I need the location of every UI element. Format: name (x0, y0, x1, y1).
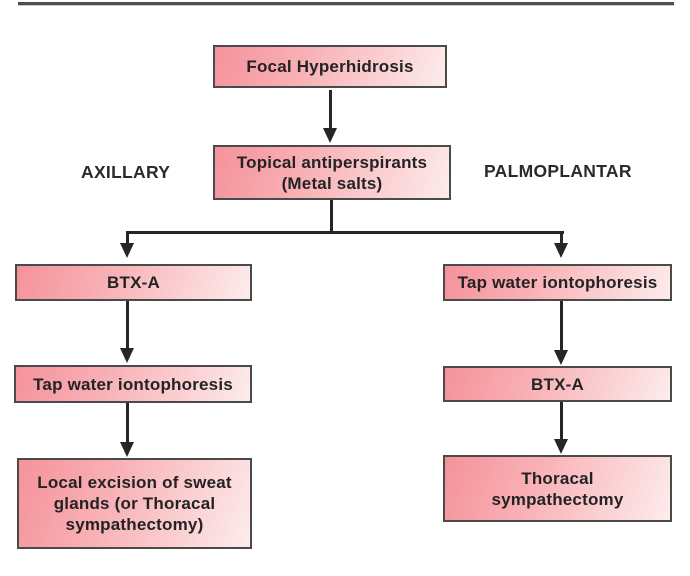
node-label: Focal Hyperhidrosis (246, 57, 414, 76)
arrowhead-down-icon (554, 350, 568, 365)
node-label-line1: Local excision of sweat (37, 473, 232, 492)
node-right-tap-water-iontophoresis: Tap water iontophoresis (443, 264, 672, 301)
arrow-stem (328, 90, 332, 128)
arrow-branch-to-left (120, 231, 134, 258)
arrowhead-down-icon (554, 243, 568, 258)
node-left-btx-a: BTX-A (15, 264, 252, 301)
arrowhead-down-icon (554, 439, 568, 454)
arrow-right2-to-right3 (554, 402, 568, 454)
node-label-line1: Thoracal (521, 468, 594, 488)
node-left-tap-water-iontophoresis: Tap water iontophoresis (14, 365, 252, 403)
arrow-right1-to-right2 (554, 301, 568, 365)
node-topical-antiperspirants: Topical antiperspirants (Metal salts) (213, 145, 451, 200)
arrow-stem (125, 301, 129, 348)
node-label-line2: sympathectomy (491, 489, 624, 509)
arrow-stem (125, 231, 129, 243)
arrowhead-down-icon (120, 243, 134, 258)
arrow-stem (559, 301, 563, 350)
node-label: BTX-A (531, 374, 584, 394)
node-right-thoracal-sympathectomy: Thoracal sympathectomy (443, 455, 672, 522)
arrow-stem (125, 403, 129, 442)
arrowhead-down-icon (323, 128, 337, 143)
node-label-line1: Topical antiperspirants (236, 152, 428, 172)
branch-stem (330, 200, 333, 234)
arrow-left1-to-left2 (120, 301, 134, 363)
branch-connector (127, 231, 564, 234)
arrow-stem (559, 231, 563, 243)
node-label-line3: sympathectomy) (65, 515, 204, 534)
node-label: Tap water iontophoresis (457, 273, 658, 292)
node-label-line2: glands (or Thoracal (53, 494, 216, 513)
arrow-stem (559, 402, 563, 439)
top-divider-line (18, 2, 674, 5)
node-label: Tap water iontophoresis (33, 374, 233, 394)
node-label-line2: (Metal salts) (281, 173, 383, 193)
label-axillary: AXILLARY (81, 162, 171, 182)
arrowhead-down-icon (120, 442, 134, 457)
arrow-root-to-topical (323, 90, 337, 143)
arrowhead-down-icon (120, 348, 134, 363)
label-palmoplantar: PALMOPLANTAR (484, 161, 632, 181)
arrow-branch-to-right (554, 231, 568, 258)
node-label: BTX-A (107, 273, 160, 292)
node-focal-hyperhidrosis: Focal Hyperhidrosis (213, 45, 447, 88)
arrow-left2-to-left3 (120, 403, 134, 457)
node-right-btx-a: BTX-A (443, 366, 672, 402)
node-left-local-excision: Local excision of sweat glands (or Thora… (17, 458, 252, 549)
